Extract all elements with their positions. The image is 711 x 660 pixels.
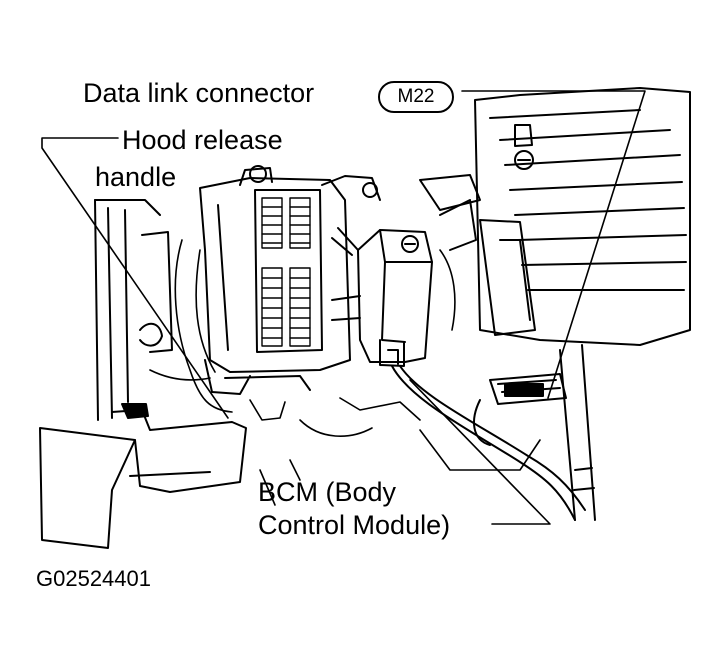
figure-id: G02524401 <box>36 566 151 591</box>
fuse-block <box>199 165 381 395</box>
bcm-label-line1: BCM (Body <box>258 477 397 507</box>
left-trim-panel <box>39 199 247 549</box>
steering-column <box>419 87 691 521</box>
hood-release-label-line1: Hood release <box>122 125 283 155</box>
leader-hood-release <box>41 137 229 419</box>
wiring-harness <box>149 239 541 506</box>
leader-lines <box>41 90 646 525</box>
bcm-module <box>331 227 586 521</box>
leader-bcm <box>409 379 551 525</box>
hood-release-label-line2: handle <box>95 162 177 192</box>
connector-code-badge: M22 <box>378 81 454 113</box>
data-link-connector-label: Data link connector <box>83 78 315 108</box>
bcm-label-line2: Control Module) <box>258 510 451 540</box>
leader-data-link <box>461 90 646 399</box>
data-link-connector <box>473 373 567 446</box>
